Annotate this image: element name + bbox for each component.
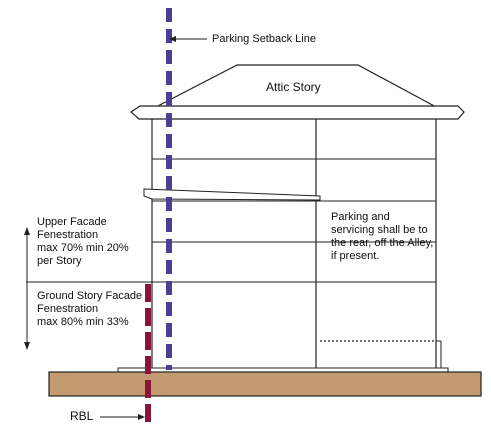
rbl-label: RBL xyxy=(70,409,94,423)
rear-door-opening xyxy=(320,340,442,368)
ground-facade-arrow xyxy=(24,282,30,350)
upper-facade-label: Upper Facade Fenestration max 70% min 20… xyxy=(37,216,129,267)
ground-slab xyxy=(48,371,482,397)
upper-facade-arrow xyxy=(24,227,30,282)
balcony-ledge xyxy=(143,188,321,201)
building-walls xyxy=(151,119,437,368)
parking-setback-label: Parking Setback Line xyxy=(212,33,316,45)
attic-story-label: Attic Story xyxy=(266,80,321,94)
ground-facade-label: Ground Story Facade Fenestration max 80%… xyxy=(37,290,143,328)
rbl-leader-arrow xyxy=(100,414,145,420)
rear-parking-note: Parking and servicing shall be to the re… xyxy=(331,211,434,262)
building-base xyxy=(117,367,449,372)
roof-eave xyxy=(130,105,465,120)
setback-leader-arrow xyxy=(169,36,207,42)
floor-lines xyxy=(152,158,436,283)
